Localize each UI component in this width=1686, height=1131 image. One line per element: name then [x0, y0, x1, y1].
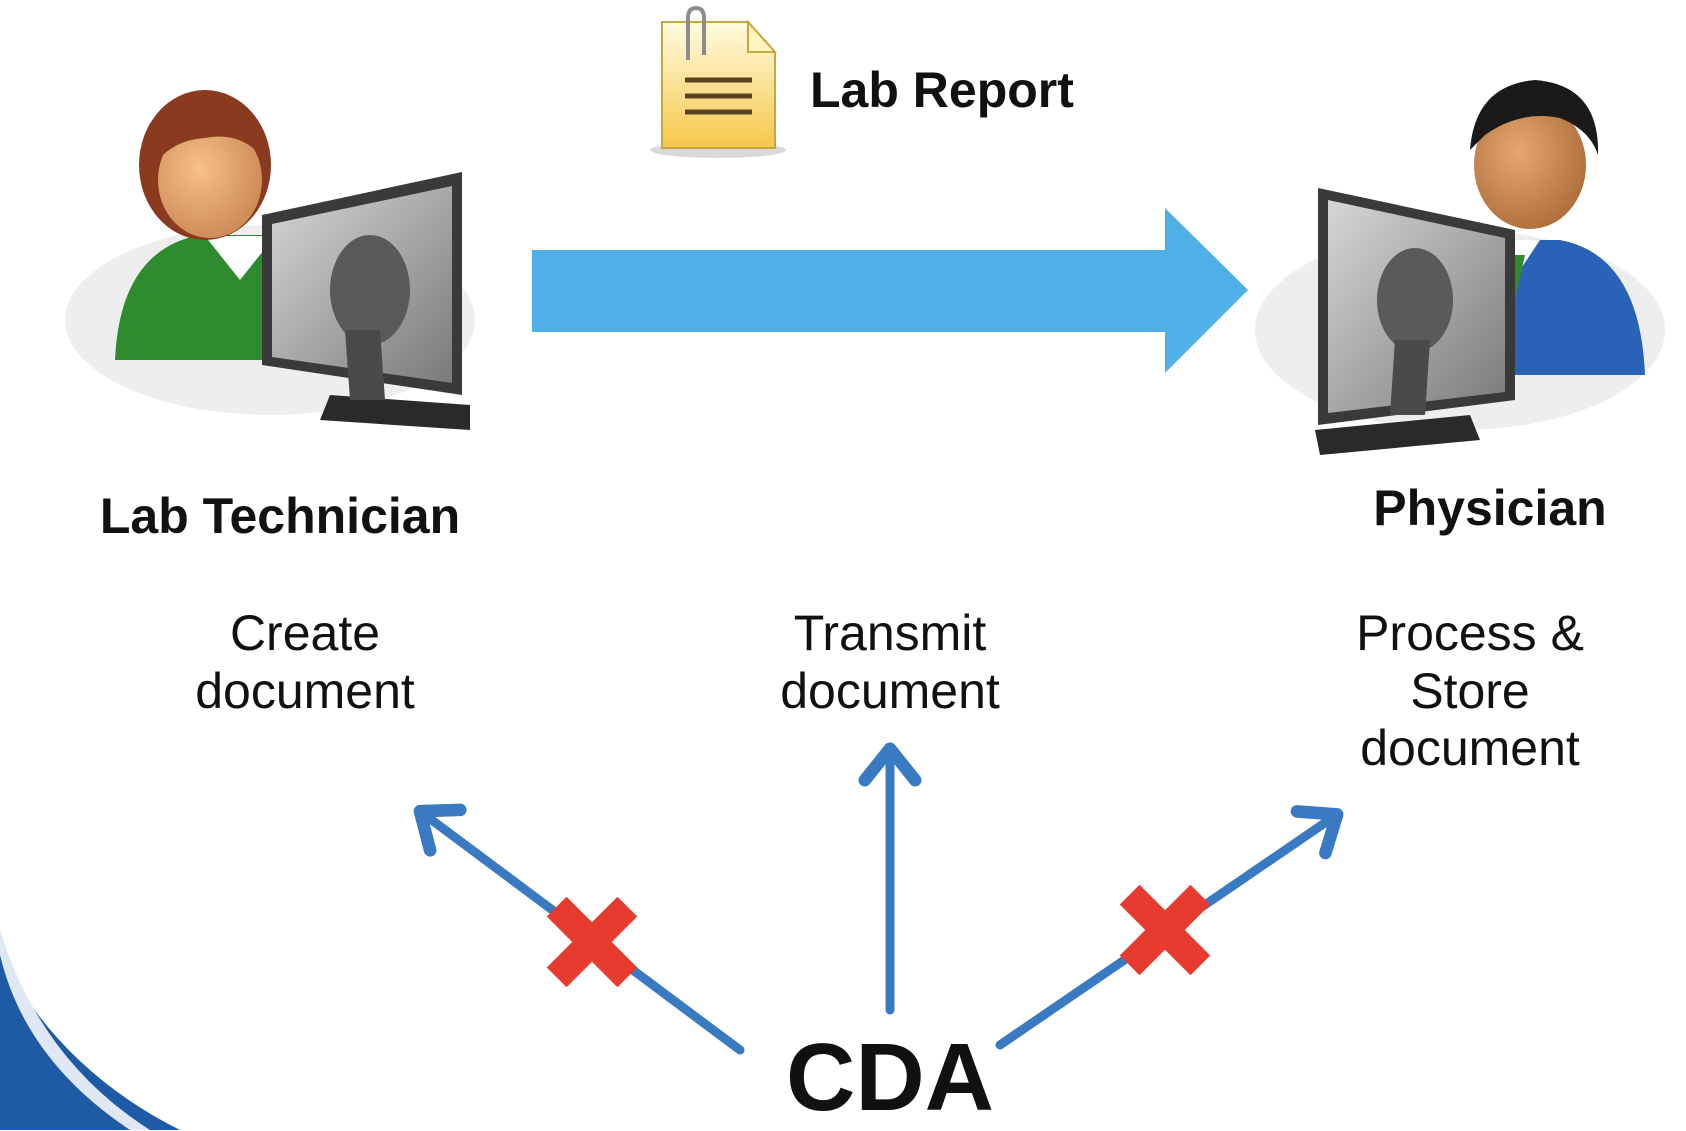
cda-standard-label: CDA [786, 1024, 994, 1131]
lab-technician-icon [65, 90, 475, 430]
lab-report-label: Lab Report [810, 62, 1074, 118]
physician-icon [1255, 80, 1665, 455]
lab-technician-label: Lab Technician [99, 488, 461, 544]
corner-swoosh [0, 930, 180, 1130]
process-store-document-step: Process & Store document [1356, 605, 1584, 776]
process-not-covered-cross [1119, 884, 1211, 976]
physician-label: Physician [1373, 480, 1607, 536]
create-document-step: Create document [195, 605, 415, 719]
transmit-flow-arrow [532, 208, 1248, 373]
transmit-document-step: Transmit document [780, 605, 1000, 719]
lab-report-document-icon [650, 5, 786, 158]
create-not-covered-cross [546, 896, 638, 988]
